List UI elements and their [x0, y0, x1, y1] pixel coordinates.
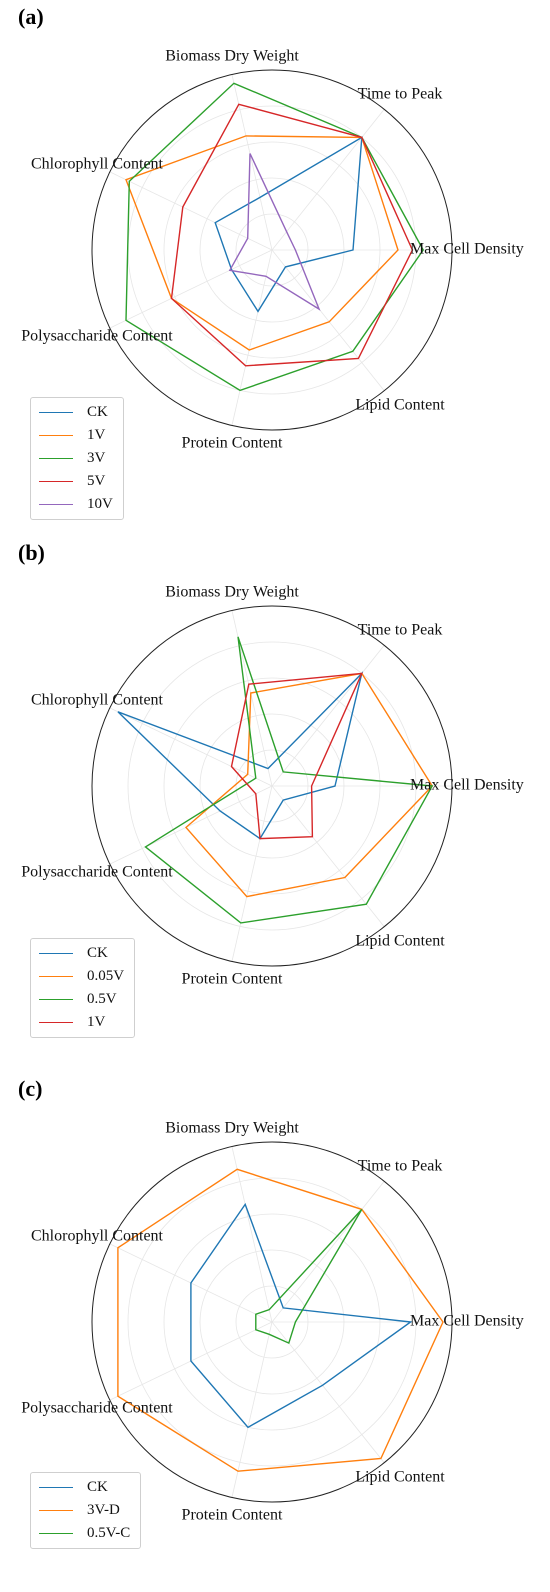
- axis-label-3: Biomass Dry Weight: [165, 584, 299, 601]
- spoke-6: [231, 785, 273, 962]
- series-line-0.5V: [144, 636, 434, 924]
- legend-label: 3V-D: [87, 1502, 120, 1518]
- legend-swatch: [39, 1510, 73, 1511]
- spoke-3: [231, 1146, 273, 1323]
- legend-item-10V: 10V: [39, 493, 113, 516]
- panel-label-c: (c): [18, 1076, 43, 1101]
- axis-label-2: Time to Peak: [358, 86, 443, 103]
- legend-item-CK: CK: [39, 1476, 130, 1499]
- legend-item-3V-D: 3V-D: [39, 1499, 130, 1522]
- axis-label-4: Chlorophyll Content: [31, 692, 164, 709]
- spoke-4: [109, 171, 273, 251]
- radar-panel-a: (a) Max Cell Density Time to Peak Biomass …: [0, 0, 550, 520]
- legend-label: 10V: [87, 496, 113, 512]
- legend-label: 0.5V: [87, 991, 117, 1007]
- legend-swatch: [39, 504, 73, 505]
- spoke-7: [271, 249, 385, 391]
- legend-label: 3V: [87, 450, 106, 466]
- series-line-5V: [170, 103, 414, 367]
- legend-item-CK: CK: [39, 942, 124, 965]
- legend-swatch: [39, 435, 73, 436]
- axis-label-2: Time to Peak: [358, 1158, 443, 1175]
- axis-label-7: Lipid Content: [355, 397, 445, 414]
- series-line-0.05V: [185, 672, 434, 898]
- legend-a: CK 1V 3V 5V 10V: [30, 397, 124, 520]
- axis-label-6: Protein Content: [182, 1507, 283, 1524]
- legend-label: 0.05V: [87, 968, 125, 984]
- legend-swatch: [39, 976, 73, 977]
- legend-label: CK: [87, 945, 108, 961]
- legend-swatch: [39, 1487, 73, 1488]
- spoke-7: [271, 1321, 385, 1463]
- legend-item-1V: 1V: [39, 1011, 124, 1034]
- outer-frame: [91, 1141, 453, 1503]
- axis-label-7: Lipid Content: [355, 933, 445, 950]
- axis-label-1: Max Cell Density: [410, 241, 524, 258]
- series-line-1V: [230, 672, 363, 840]
- legend-item-0.5V-C: 0.5V-C: [39, 1522, 130, 1545]
- panel-label-a: (a): [18, 4, 44, 29]
- axis-label-6: Protein Content: [182, 435, 283, 452]
- legend-swatch: [39, 458, 73, 459]
- radar-panel-c: (c) Max Cell Density Time to Peak Biomass …: [0, 1072, 550, 1592]
- spoke-5: [109, 249, 273, 329]
- outer-frame: [91, 69, 453, 431]
- outer-frame: [91, 605, 453, 967]
- series-line-CK: [190, 1202, 413, 1429]
- axis-label-5: Polysaccharide Content: [21, 1400, 173, 1417]
- legend-b: CK 0.05V 0.5V 1V: [30, 938, 136, 1038]
- axis-label-4: Chlorophyll Content: [31, 1228, 164, 1245]
- series-line-3V-D: [117, 1168, 444, 1472]
- legend-swatch: [39, 1533, 73, 1534]
- legend-swatch: [39, 953, 73, 954]
- legend-label: 1V: [87, 427, 106, 443]
- legend-label: CK: [87, 404, 108, 420]
- series-line-10V: [228, 153, 321, 311]
- legend-item-CK: CK: [39, 401, 113, 424]
- spoke-4: [109, 707, 273, 787]
- legend-c: CK 3V-D 0.5V-C: [30, 1472, 142, 1549]
- axis-label-1: Max Cell Density: [410, 1313, 524, 1330]
- axis-label-3: Biomass Dry Weight: [165, 1120, 299, 1137]
- series-line-CK: [214, 136, 363, 313]
- radar-chart-b: Max Cell Density Time to Peak Biomass Dry …: [21, 584, 524, 988]
- legend-label: CK: [87, 1479, 108, 1495]
- legend-label: 0.5V-C: [87, 1525, 131, 1541]
- panel-label-b: (b): [18, 540, 45, 565]
- series-line-1V: [125, 135, 399, 351]
- legend-swatch: [39, 1022, 73, 1023]
- spoke-2: [271, 1181, 385, 1323]
- legend-swatch: [39, 999, 73, 1000]
- legend-item-0.05V: 0.05V: [39, 965, 124, 988]
- axis-label-7: Lipid Content: [355, 1469, 445, 1486]
- radar-chart-c: Max Cell Density Time to Peak Biomass Dry …: [21, 1120, 524, 1524]
- series-line-CK: [117, 671, 364, 840]
- spoke-6: [231, 249, 273, 426]
- legend-item-0.5V: 0.5V: [39, 988, 124, 1011]
- axis-label-2: Time to Peak: [358, 622, 443, 639]
- radar-chart-a: Max Cell Density Time to Peak Biomass Dry …: [21, 48, 524, 452]
- spoke-5: [109, 785, 273, 865]
- legend-item-3V: 3V: [39, 447, 113, 470]
- axis-label-5: Polysaccharide Content: [21, 864, 173, 881]
- legend-label: 5V: [87, 473, 106, 489]
- spoke-3: [231, 74, 273, 251]
- spoke-7: [271, 785, 385, 927]
- spoke-6: [231, 1321, 273, 1498]
- axis-label-4: Chlorophyll Content: [31, 156, 164, 173]
- spoke-2: [271, 109, 385, 251]
- radar-panel-b: (b) Max Cell Density Time to Peak Biomass …: [0, 536, 550, 1056]
- legend-item-1V: 1V: [39, 424, 113, 447]
- series-line-3V: [125, 82, 425, 392]
- axis-label-5: Polysaccharide Content: [21, 328, 173, 345]
- legend-swatch: [39, 481, 73, 482]
- axis-label-6: Protein Content: [182, 971, 283, 988]
- legend-swatch: [39, 412, 73, 413]
- axis-label-3: Biomass Dry Weight: [165, 48, 299, 65]
- legend-label: 1V: [87, 1014, 106, 1030]
- legend-item-5V: 5V: [39, 470, 113, 493]
- axis-label-1: Max Cell Density: [410, 777, 524, 794]
- series-line-0.5V-C: [255, 1208, 363, 1345]
- spoke-2: [271, 645, 385, 787]
